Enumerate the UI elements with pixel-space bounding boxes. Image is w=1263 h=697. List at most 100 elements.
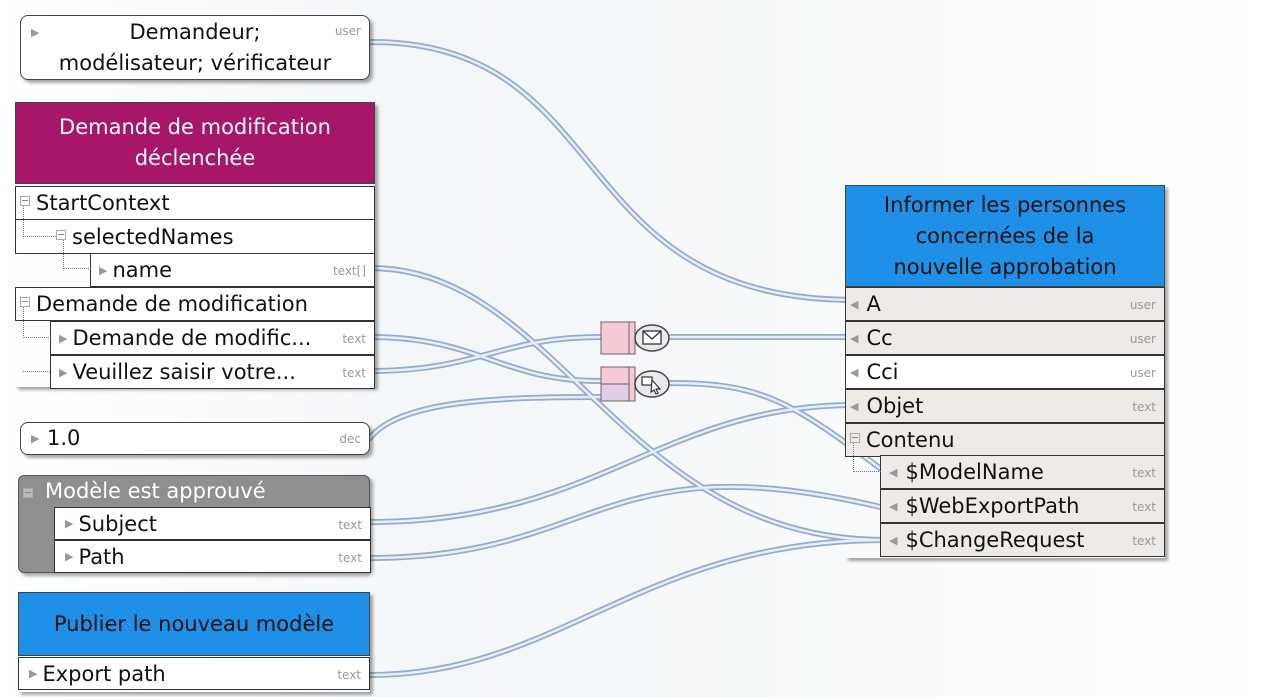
label-export-path: Export path — [42, 661, 166, 686]
label-contenu: Contenu — [866, 428, 955, 452]
collapse-icon[interactable] — [20, 297, 30, 307]
connector-actor-to-A — [367, 39, 858, 303]
version-value: 1.0 — [47, 426, 81, 450]
type-modelname: text — [1132, 466, 1156, 480]
collapse-icon[interactable] — [20, 196, 30, 206]
type-webexportpath: text — [1132, 500, 1156, 514]
inform-title-line2: concernées de la — [915, 223, 1095, 248]
input-port-icon[interactable]: ◀ — [889, 465, 898, 479]
row-contenu[interactable]: Contenu — [845, 423, 1165, 457]
type-cc: user — [1129, 332, 1156, 346]
type-veuillez: text — [342, 366, 366, 380]
row-modelname[interactable]: ◀ $ModelName text — [880, 455, 1165, 489]
type-demande: text — [342, 332, 366, 346]
actor-node[interactable]: ▶ Demandeur; modélisateur; vérificateur … — [20, 15, 370, 80]
row-path[interactable]: ▶ Path text — [54, 540, 371, 573]
version-type: dec — [339, 432, 361, 446]
row-export-path[interactable]: ▶ Export path text — [18, 657, 370, 690]
input-port-icon[interactable]: ◀ — [850, 331, 859, 345]
inform-title-line1: Informer les personnes — [883, 192, 1127, 217]
input-port-icon[interactable]: ◀ — [850, 365, 859, 379]
label-cc: Cc — [866, 326, 893, 350]
row-cci[interactable]: ◀ Cci user — [845, 355, 1165, 389]
inform-title-line3: nouvelle approbation — [893, 254, 1117, 279]
condition-node[interactable]: Modèle est approuvé ▶ Subject text ▶ Pat… — [18, 475, 371, 573]
label-webexportpath: $WebExportPath — [905, 494, 1080, 518]
type-changerequest: text — [1132, 534, 1156, 548]
type-name: text[] — [332, 264, 366, 278]
input-port-icon[interactable]: ◀ — [850, 297, 859, 311]
row-name[interactable]: ▶ name text[] — [90, 253, 375, 287]
row-subject[interactable]: ▶ Subject text — [54, 507, 371, 540]
collapse-icon[interactable] — [850, 433, 860, 443]
event-title-line1: Demande de modification — [59, 115, 331, 139]
collapse-icon[interactable] — [56, 229, 66, 240]
label-name: name — [112, 258, 173, 282]
inform-title: Informer les personnes concernées de la … — [845, 185, 1165, 287]
expand-icon[interactable]: ▶ — [29, 667, 38, 680]
row-a[interactable]: ◀ A user — [845, 287, 1165, 321]
cursor-icon — [600, 366, 670, 402]
expand-icon[interactable]: ▶ — [59, 331, 68, 345]
tree-line — [23, 307, 51, 338]
connector-export-to-changerequest — [367, 537, 888, 678]
tree-line — [853, 443, 881, 472]
expand-icon[interactable]: ▶ — [65, 517, 74, 530]
input-port-icon[interactable]: ◀ — [850, 399, 859, 413]
label-path: Path — [78, 544, 125, 569]
collapse-icon[interactable] — [23, 488, 33, 498]
row-webexportpath[interactable]: ◀ $WebExportPath text — [880, 489, 1165, 523]
label-veuillez: Veuillez saisir votre... — [72, 360, 296, 384]
type-subject: text — [338, 518, 362, 532]
concatenate-operator[interactable] — [600, 365, 675, 409]
publish-title: Publier le nouveau modèle — [18, 592, 370, 656]
label-demande-group: Demande de modification — [36, 292, 308, 316]
envelope-icon — [600, 321, 670, 355]
event-title-line2: déclenchée — [134, 146, 256, 170]
tree-line — [63, 240, 91, 269]
tree-line — [23, 337, 50, 372]
condition-title: Modèle est approuvé — [45, 479, 266, 503]
type-cci: user — [1129, 366, 1156, 380]
row-demande-de-modific[interactable]: ▶ Demande de modific... text — [50, 321, 375, 355]
label-subject: Subject — [78, 511, 157, 536]
expand-icon[interactable]: ▶ — [59, 365, 68, 379]
version-node[interactable]: ▶ 1.0 dec — [20, 422, 370, 455]
row-selectednames[interactable]: selectedNames — [15, 220, 375, 254]
label-selectednames: selectedNames — [72, 224, 234, 249]
publish-node[interactable]: Publier le nouveau modèle ▶ Export path … — [18, 592, 370, 692]
actor-label-line2: modélisateur; vérificateur — [58, 51, 332, 75]
row-changerequest[interactable]: ◀ $ChangeRequest text — [880, 523, 1165, 557]
label-a: A — [866, 292, 881, 316]
inform-node[interactable]: Informer les personnes concernées de la … — [845, 185, 1165, 558]
input-port-icon[interactable]: ◀ — [889, 533, 898, 547]
expand-icon[interactable]: ▶ — [65, 550, 74, 563]
label-modelname: $ModelName — [905, 460, 1044, 484]
event-node[interactable]: Demande de modification déclenchée Start… — [15, 102, 375, 389]
expand-icon[interactable]: ▶ — [31, 432, 40, 445]
actor-label-line1: Demandeur; — [129, 20, 261, 44]
row-demande-de-modification[interactable]: Demande de modification — [15, 287, 375, 321]
expand-icon[interactable]: ▶ — [31, 26, 40, 39]
label-objet: Objet — [866, 394, 924, 418]
type-path: text — [338, 551, 362, 565]
label-changerequest: $ChangeRequest — [905, 528, 1085, 552]
connector-version-to-operator2 — [367, 394, 603, 441]
tree-line — [23, 206, 56, 237]
actor-type: user — [334, 24, 361, 38]
type-objet: text — [1132, 400, 1156, 414]
row-veuillez-saisir[interactable]: ▶ Veuillez saisir votre... text — [50, 355, 375, 389]
label-demande-field: Demande de modific... — [72, 326, 312, 350]
label-startcontext: StartContext — [36, 191, 170, 215]
label-cci: Cci — [866, 360, 899, 384]
input-port-icon[interactable]: ◀ — [889, 499, 898, 513]
row-objet[interactable]: ◀ Objet text — [845, 389, 1165, 423]
event-title: Demande de modification déclenchée — [15, 102, 375, 184]
row-cc[interactable]: ◀ Cc user — [845, 321, 1165, 355]
row-startcontext[interactable]: StartContext — [15, 186, 375, 220]
expand-icon[interactable]: ▶ — [99, 263, 108, 277]
email-operator[interactable] — [600, 320, 675, 360]
type-export-path: text — [337, 668, 361, 682]
